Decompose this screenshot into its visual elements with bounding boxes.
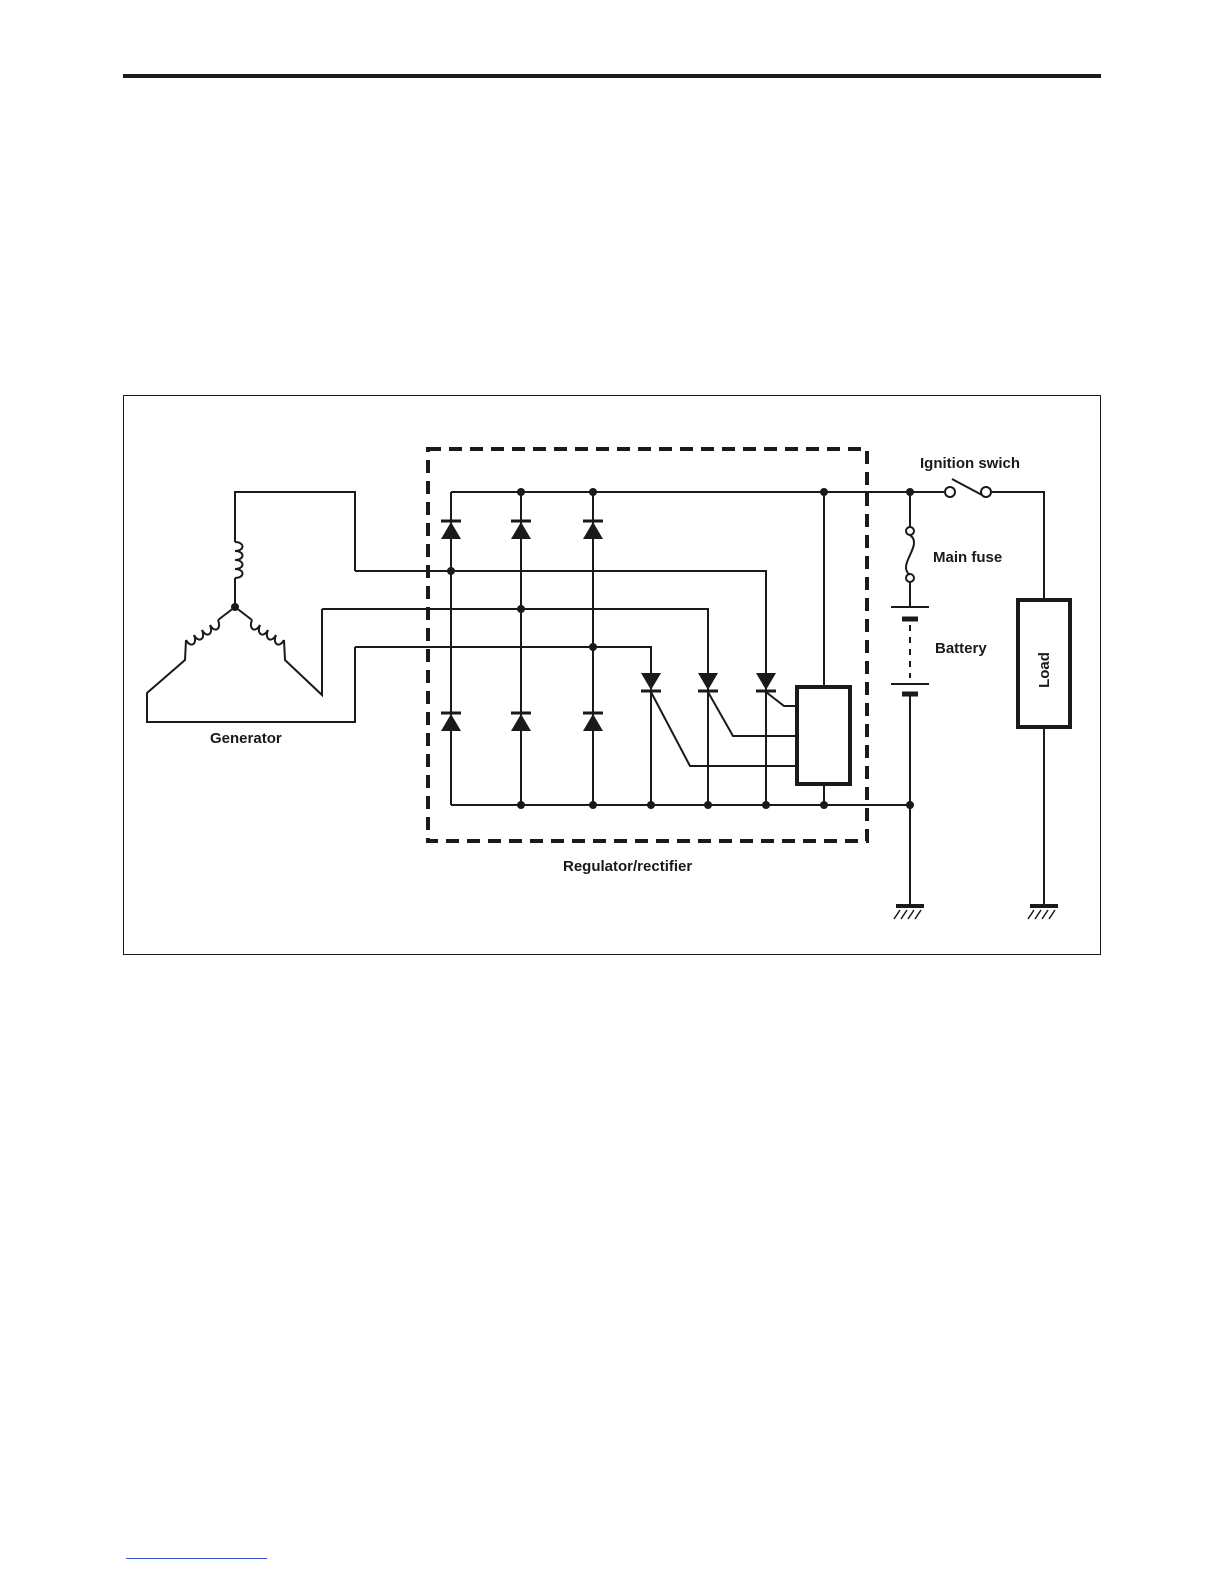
rectifier-diode-lower-3 bbox=[583, 713, 603, 731]
battery-symbol bbox=[891, 607, 929, 694]
generator-label: Generator bbox=[210, 730, 282, 747]
phase-wires bbox=[322, 571, 766, 690]
rectifier-bridge bbox=[441, 488, 603, 809]
rectifier-diode-lower-1 bbox=[441, 713, 461, 731]
thyristor-1 bbox=[641, 673, 797, 805]
regulator-rectifier-label: Regulator/rectifier bbox=[563, 858, 692, 875]
rectifier-diode-lower-2 bbox=[511, 713, 531, 731]
regulator-ic-block bbox=[797, 488, 850, 809]
battery-branch bbox=[891, 488, 929, 919]
load-label: Load bbox=[1036, 652, 1053, 688]
footer-link-underline bbox=[126, 1558, 267, 1559]
thyristor-2 bbox=[698, 673, 797, 805]
main-fuse-label: Main fuse bbox=[933, 549, 1002, 566]
thyristor-3 bbox=[756, 673, 797, 805]
rectifier-diode-upper-2 bbox=[511, 521, 531, 539]
ground-symbol-battery bbox=[894, 906, 924, 919]
rectifier-diode-upper-3 bbox=[583, 521, 603, 539]
ignition-switch-symbol bbox=[945, 479, 1044, 600]
regulator-thyristors bbox=[641, 673, 797, 809]
generator-symbol bbox=[147, 492, 355, 722]
ignition-switch-label: Ignition swich bbox=[920, 455, 1020, 472]
main-fuse-symbol bbox=[906, 527, 914, 582]
load-branch bbox=[1018, 600, 1070, 919]
rectifier-diode-upper-1 bbox=[441, 521, 461, 539]
ground-symbol-load bbox=[1028, 906, 1058, 919]
battery-label: Battery bbox=[935, 640, 987, 657]
